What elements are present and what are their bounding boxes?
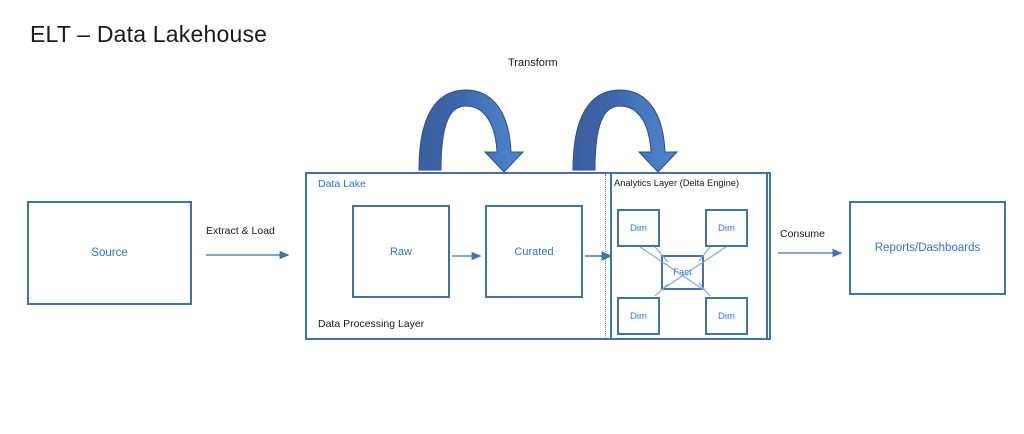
- dim-node-top-right[interactable]: Dim: [705, 209, 748, 247]
- source-node-label: Source: [91, 247, 128, 259]
- transform-label: Transform: [508, 57, 558, 69]
- extract-load-label: Extract & Load: [206, 225, 275, 237]
- curated-node[interactable]: Curated: [485, 205, 583, 298]
- source-node[interactable]: Source: [27, 201, 192, 305]
- dim-node-bottom-left[interactable]: Dim: [617, 297, 660, 335]
- fact-node[interactable]: Fact: [661, 255, 704, 290]
- dim-node-bottom-right[interactable]: Dim: [705, 297, 748, 335]
- page-title: ELT – Data Lakehouse: [30, 21, 268, 47]
- transform-arc-arrow-right-icon: [572, 89, 679, 173]
- reports-dashboards-node[interactable]: Reports/Dashboards: [849, 201, 1006, 295]
- reports-dashboards-node-label: Reports/Dashboards: [874, 242, 981, 254]
- dim-node-top-right-label: Dim: [718, 222, 735, 234]
- dim-node-bottom-right-label: Dim: [718, 310, 735, 322]
- raw-node[interactable]: Raw: [352, 205, 450, 298]
- dim-node-top-left-label: Dim: [630, 222, 647, 234]
- data-processing-layer-label: Data Processing Layer: [318, 318, 425, 330]
- transform-arc-arrow-left-icon: [418, 89, 525, 173]
- dim-node-bottom-left-label: Dim: [630, 310, 647, 322]
- layer-divider: [605, 174, 606, 338]
- curated-node-label: Curated: [514, 245, 554, 258]
- consume-label: Consume: [780, 228, 825, 240]
- fact-node-label: Fact: [673, 267, 692, 278]
- data-lake-label: Data Lake: [318, 178, 366, 190]
- raw-node-label: Raw: [389, 245, 412, 258]
- analytics-layer-label: Analytics Layer (Delta Engine): [614, 178, 740, 188]
- dim-node-top-left[interactable]: Dim: [617, 209, 660, 247]
